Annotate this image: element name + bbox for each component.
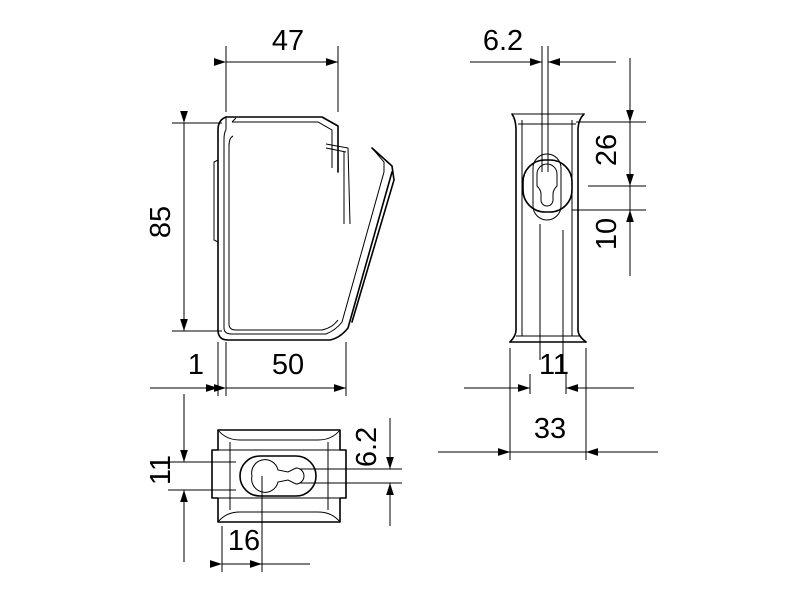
dim-side-top-width: 47 <box>214 25 339 112</box>
dim-front-inner-width: 11 <box>464 349 634 394</box>
side-view: 47 85 1 50 <box>145 25 395 396</box>
dim-label: 6.2 <box>351 427 383 467</box>
dim-label: 50 <box>272 349 304 381</box>
dim-side-bottom: 1 50 <box>150 342 347 396</box>
dim-label: 85 <box>145 206 177 238</box>
dim-bottom-height: 11 <box>145 394 236 562</box>
dim-bottom-offset: 16 <box>210 476 310 572</box>
dim-label: 10 <box>591 218 623 250</box>
dim-front-outer-width: 33 <box>438 348 658 460</box>
dim-front-vertical: 26 10 <box>572 58 646 276</box>
dim-label: 1 <box>188 349 204 381</box>
dim-label: 16 <box>228 525 260 557</box>
dim-label: 26 <box>591 134 623 166</box>
front-view: 6.2 26 10 11 33 <box>438 25 658 460</box>
dim-label: 11 <box>145 455 177 485</box>
dim-bottom-slot-width: 6.2 <box>300 418 402 526</box>
dim-front-slot-width: 6.2 <box>470 25 616 172</box>
bottom-view-profile <box>211 429 347 523</box>
side-view-profile <box>213 116 395 341</box>
dim-label: 11 <box>539 349 569 381</box>
dim-side-height: 85 <box>145 111 222 332</box>
dim-label: 33 <box>534 413 566 445</box>
dim-label: 47 <box>272 25 304 57</box>
front-view-profile <box>509 113 587 372</box>
dim-label: 6.2 <box>483 25 523 57</box>
bottom-view: 11 6.2 16 <box>145 394 402 572</box>
